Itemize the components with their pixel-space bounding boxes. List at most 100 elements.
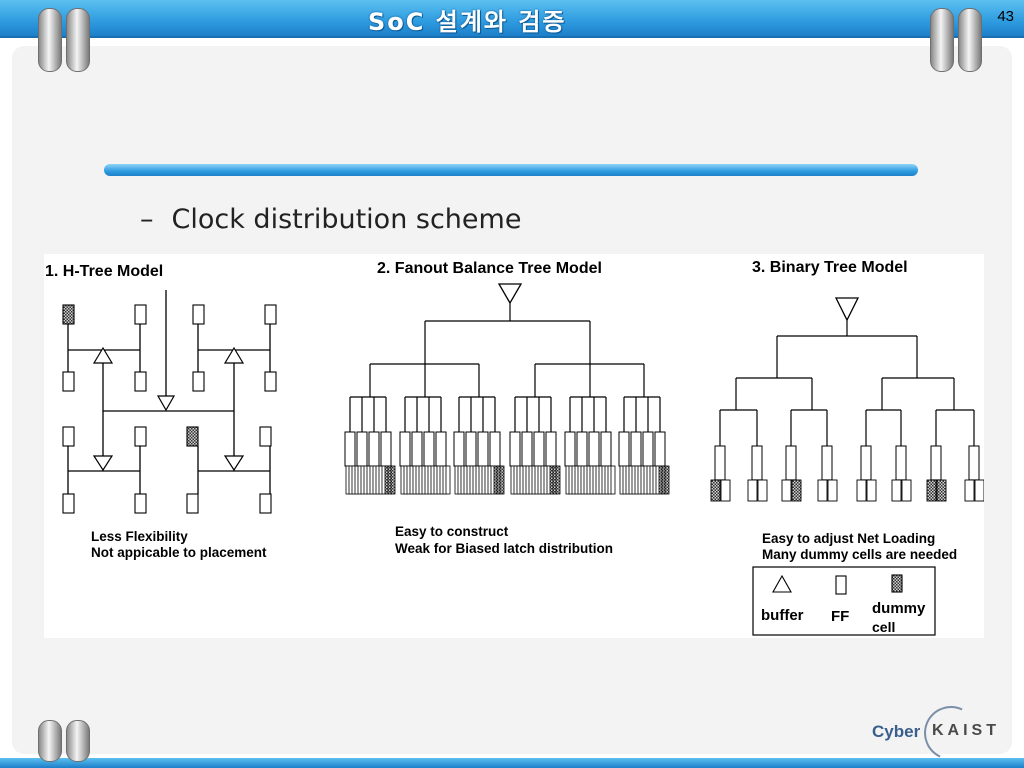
flip-flop	[264, 371, 277, 392]
flip-flop	[134, 371, 147, 392]
flip-flop	[964, 479, 975, 502]
buffer-icon	[92, 346, 114, 364]
flip-flop	[62, 493, 75, 514]
h-tree-title: 1. H-Tree Model	[45, 263, 163, 280]
h-tree-buffers	[92, 346, 245, 472]
h-tree-flipflops	[62, 304, 277, 514]
binder-ring-icon	[38, 8, 62, 72]
logo-kaist-text: KAIST	[932, 722, 1000, 739]
dummy-cell	[936, 479, 947, 502]
flip-flop	[720, 479, 731, 502]
flip-flop	[747, 479, 758, 502]
fanout-note-2: Weak for Biased latch distribution	[395, 541, 613, 556]
flip-flop	[930, 445, 942, 481]
flip-flop	[264, 304, 277, 325]
flip-flop	[757, 479, 768, 502]
deck-title: SoC 설계와 검증	[368, 8, 567, 36]
flip-flop	[901, 479, 912, 502]
bullet-dash: –	[140, 204, 154, 235]
flip-flop	[423, 431, 435, 467]
flip-flop	[714, 445, 726, 481]
flip-flop	[642, 431, 654, 467]
flip-flop	[856, 479, 867, 502]
flip-flop	[654, 431, 666, 467]
flip-flop	[509, 431, 521, 467]
flip-flop	[821, 445, 833, 481]
binder-ring-icon	[66, 8, 90, 72]
binary-tree-title: 3. Binary Tree Model	[752, 259, 908, 276]
buffer-icon	[223, 346, 245, 364]
flip-flop	[895, 445, 907, 481]
dummy-cell	[926, 479, 937, 502]
fanout-note-1: Easy to construct	[395, 524, 509, 539]
flip-flop	[891, 479, 902, 502]
flip-flop	[477, 431, 489, 467]
flip-flop	[186, 493, 199, 514]
flip-flop	[489, 431, 501, 467]
flip-flop	[192, 304, 205, 325]
flip-flop	[860, 445, 872, 481]
flip-flop	[618, 431, 630, 467]
dummy-cell	[791, 479, 802, 502]
flip-flop	[545, 431, 557, 467]
binary-root-buffer-icon	[834, 297, 860, 322]
flip-flop	[445, 465, 451, 495]
dummy-cell	[390, 465, 396, 495]
binder-ring-icon	[66, 720, 90, 762]
fanout-tree-title: 2. Fanout Balance Tree Model	[377, 260, 602, 277]
dummy-cell	[62, 304, 75, 325]
dummy-cell	[499, 465, 505, 495]
flip-flop	[259, 493, 272, 514]
flip-flop	[533, 431, 545, 467]
flip-flop	[380, 431, 392, 467]
buffer-icon	[223, 455, 245, 472]
legend-dummy-label: dummy	[872, 600, 926, 617]
flip-flop	[399, 431, 411, 467]
flip-flop	[974, 479, 985, 502]
flip-flop	[62, 371, 75, 392]
flip-flop	[610, 465, 616, 495]
flip-flop	[453, 431, 465, 467]
flip-flop	[344, 431, 356, 467]
flip-flop	[134, 426, 147, 447]
flip-flop	[781, 479, 792, 502]
dummy-cell	[710, 479, 721, 502]
binder-ring-icon	[930, 8, 954, 72]
bottom-bar	[0, 758, 1024, 768]
flip-flop	[62, 426, 75, 447]
flip-flop	[411, 431, 423, 467]
flip-flop	[866, 479, 877, 502]
flip-flop-icon	[835, 575, 847, 595]
logo-cyber-text: Cyber	[872, 722, 921, 741]
fanout-root-buffer-icon	[497, 283, 523, 305]
flip-flop	[134, 493, 147, 514]
flip-flop	[521, 431, 533, 467]
flip-flop	[356, 431, 368, 467]
flip-flop	[588, 431, 600, 467]
clock-tree-figure: 1. H-Tree Model 2. Fanout Balance Tree M…	[44, 254, 985, 638]
flip-flop	[435, 431, 447, 467]
h-tree-wires	[67, 290, 271, 494]
flip-flop	[259, 426, 272, 447]
bullet-point: –Clock distribution scheme	[140, 204, 521, 235]
bullet-text: Clock distribution scheme	[171, 204, 522, 235]
h-tree-note-2: Not appicable to placement	[91, 545, 267, 560]
dummy-cell-icon	[891, 574, 903, 593]
title-divider	[104, 164, 918, 176]
binary-note-2: Many dummy cells are needed	[762, 547, 957, 562]
flip-flop	[576, 431, 588, 467]
flip-flop	[134, 304, 147, 325]
binder-ring-icon	[38, 720, 62, 762]
flip-flop	[465, 431, 477, 467]
legend-cell-label: cell	[872, 619, 895, 635]
title-bar: SoC 설계와 검증 43	[0, 0, 1024, 38]
flip-flop	[817, 479, 828, 502]
h-tree-note-1: Less Flexibility	[91, 529, 188, 544]
buffer-icon	[772, 574, 792, 593]
binary-note-1: Easy to adjust Net Loading	[762, 531, 935, 546]
flip-flop	[630, 431, 642, 467]
flip-flop	[968, 445, 980, 481]
fanout-tree-wires	[344, 303, 670, 495]
dummy-cell	[186, 426, 199, 447]
flip-flop	[564, 431, 576, 467]
